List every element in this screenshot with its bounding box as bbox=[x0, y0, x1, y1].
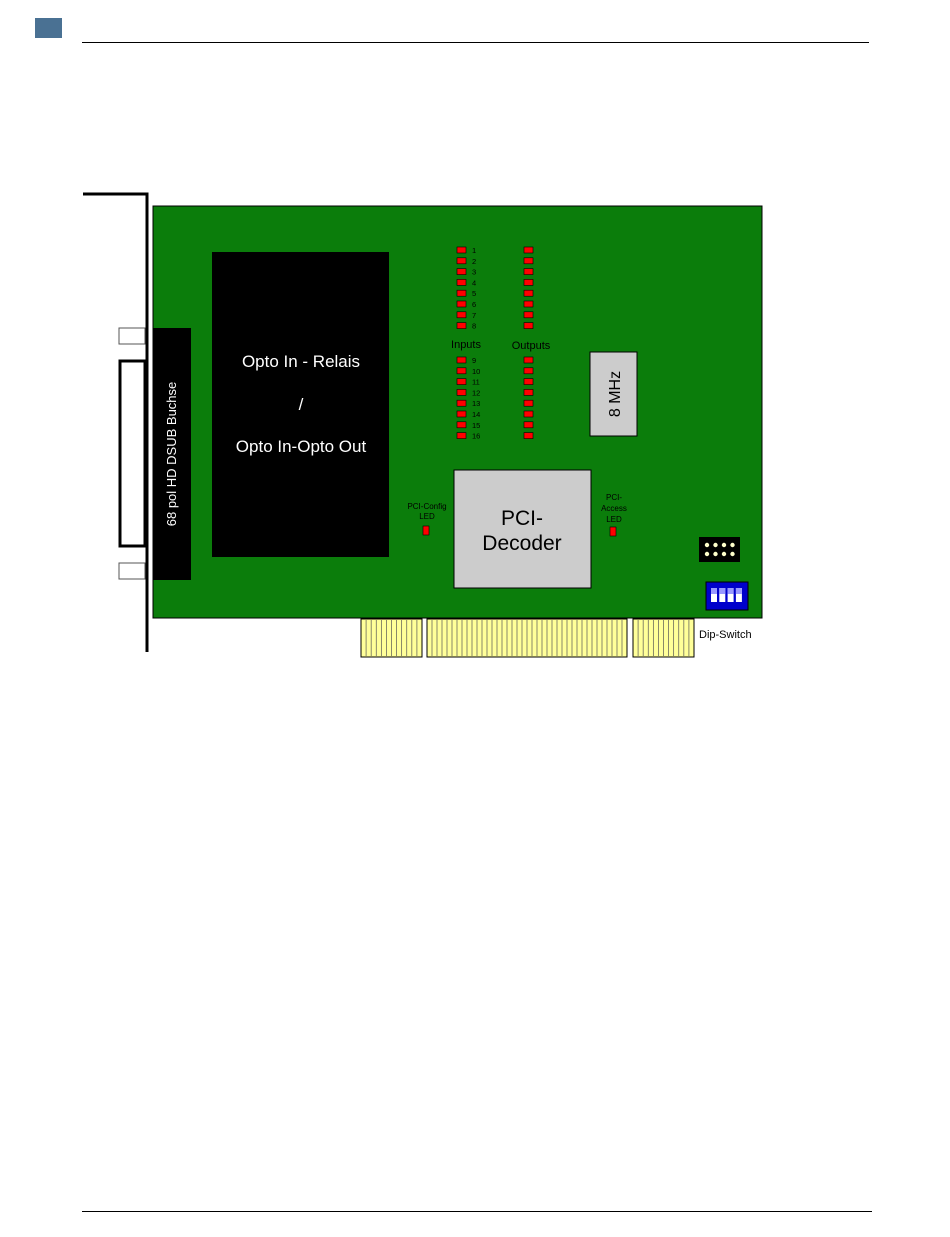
output-led bbox=[524, 368, 533, 374]
output-led bbox=[524, 411, 533, 417]
output-led bbox=[524, 290, 533, 296]
input-led-number: 6 bbox=[472, 300, 476, 309]
pci-config-label-1: PCI-Config bbox=[407, 502, 446, 511]
jumper-pin bbox=[730, 552, 734, 556]
pci-access-label-1: PCI- bbox=[606, 493, 622, 502]
output-led bbox=[524, 422, 533, 428]
relay-line-1: Opto In - Relais bbox=[242, 352, 360, 371]
input-led-number: 2 bbox=[472, 257, 476, 266]
output-led bbox=[524, 400, 533, 406]
input-led bbox=[457, 323, 466, 329]
pci-config-label-2: LED bbox=[419, 512, 435, 521]
jumper-pin bbox=[722, 552, 726, 556]
input-led bbox=[457, 368, 466, 374]
connector-label: 68 pol HD DSUB Buchse bbox=[164, 382, 179, 527]
input-led bbox=[457, 290, 466, 296]
input-led bbox=[457, 411, 466, 417]
dip-toggle-knob bbox=[719, 588, 725, 594]
output-led bbox=[524, 269, 533, 275]
input-led-number: 14 bbox=[472, 410, 480, 419]
input-led-number: 7 bbox=[472, 311, 476, 320]
jumper-pin bbox=[722, 543, 726, 547]
relay-line-2: / bbox=[299, 395, 304, 414]
pci-edge-connector bbox=[361, 619, 694, 657]
output-led bbox=[524, 433, 533, 439]
jumper-pin bbox=[705, 552, 709, 556]
input-led-number: 15 bbox=[472, 421, 480, 430]
output-led bbox=[524, 312, 533, 318]
input-led bbox=[457, 301, 466, 307]
dip-switch-label: Dip-Switch bbox=[699, 629, 752, 641]
input-led bbox=[457, 269, 466, 275]
input-led-number: 12 bbox=[472, 388, 480, 397]
dsub-connector: 68 pol HD DSUB Buchse bbox=[153, 328, 191, 580]
relay-line-3: Opto In-Opto Out bbox=[236, 437, 367, 456]
input-led bbox=[457, 400, 466, 406]
pci-access-label-2: Access bbox=[601, 504, 627, 513]
dip-toggle-knob bbox=[736, 588, 742, 594]
input-led bbox=[457, 247, 466, 253]
inputs-label: Inputs bbox=[451, 339, 481, 351]
output-led bbox=[524, 323, 533, 329]
input-led-number: 5 bbox=[472, 289, 476, 298]
slot-bracket bbox=[83, 194, 147, 652]
bracket-tab-bottom bbox=[119, 563, 145, 579]
output-led bbox=[524, 389, 533, 395]
decoder-line-1: PCI- bbox=[501, 507, 543, 530]
crystal-label: 8 MHz bbox=[607, 371, 624, 417]
input-led bbox=[457, 357, 466, 363]
input-led bbox=[457, 433, 466, 439]
output-led bbox=[524, 247, 533, 253]
jumper-pin bbox=[730, 543, 734, 547]
input-led bbox=[457, 279, 466, 285]
pci-config-led bbox=[423, 526, 429, 535]
input-led-number: 9 bbox=[472, 356, 476, 365]
dip-toggle-knob bbox=[711, 588, 717, 594]
input-led-number: 1 bbox=[472, 246, 476, 255]
input-led-number: 10 bbox=[472, 367, 480, 376]
output-led bbox=[524, 379, 533, 385]
input-led bbox=[457, 379, 466, 385]
bracket-cutout bbox=[120, 361, 145, 546]
input-led-number: 11 bbox=[472, 378, 480, 387]
outputs-label: Outputs bbox=[512, 340, 551, 352]
input-led bbox=[457, 258, 466, 264]
pci-access-label-3: LED bbox=[606, 515, 622, 524]
output-led bbox=[524, 258, 533, 264]
dip-switch bbox=[706, 582, 748, 610]
bracket-tab-top bbox=[119, 328, 145, 344]
input-led-number: 8 bbox=[472, 322, 476, 331]
output-led bbox=[524, 279, 533, 285]
jumper-pin bbox=[705, 543, 709, 547]
pci-decoder-chip: PCI- Decoder bbox=[454, 470, 591, 588]
input-led bbox=[457, 389, 466, 395]
decoder-line-2: Decoder bbox=[482, 532, 561, 555]
output-led bbox=[524, 301, 533, 307]
input-led bbox=[457, 312, 466, 318]
jumper-header bbox=[699, 537, 740, 562]
jumper-pin bbox=[713, 543, 717, 547]
pci-access-led bbox=[610, 527, 616, 536]
dip-toggle-knob bbox=[728, 588, 734, 594]
crystal-oscillator: 8 MHz bbox=[590, 352, 637, 436]
jumper-pin bbox=[713, 552, 717, 556]
input-led-number: 16 bbox=[472, 432, 480, 441]
input-led bbox=[457, 422, 466, 428]
input-led-number: 3 bbox=[472, 268, 476, 277]
input-led-number: 4 bbox=[472, 278, 476, 287]
input-led-number: 13 bbox=[472, 399, 480, 408]
relay-block: Opto In - Relais / Opto In-Opto Out bbox=[212, 252, 389, 557]
output-led bbox=[524, 357, 533, 363]
